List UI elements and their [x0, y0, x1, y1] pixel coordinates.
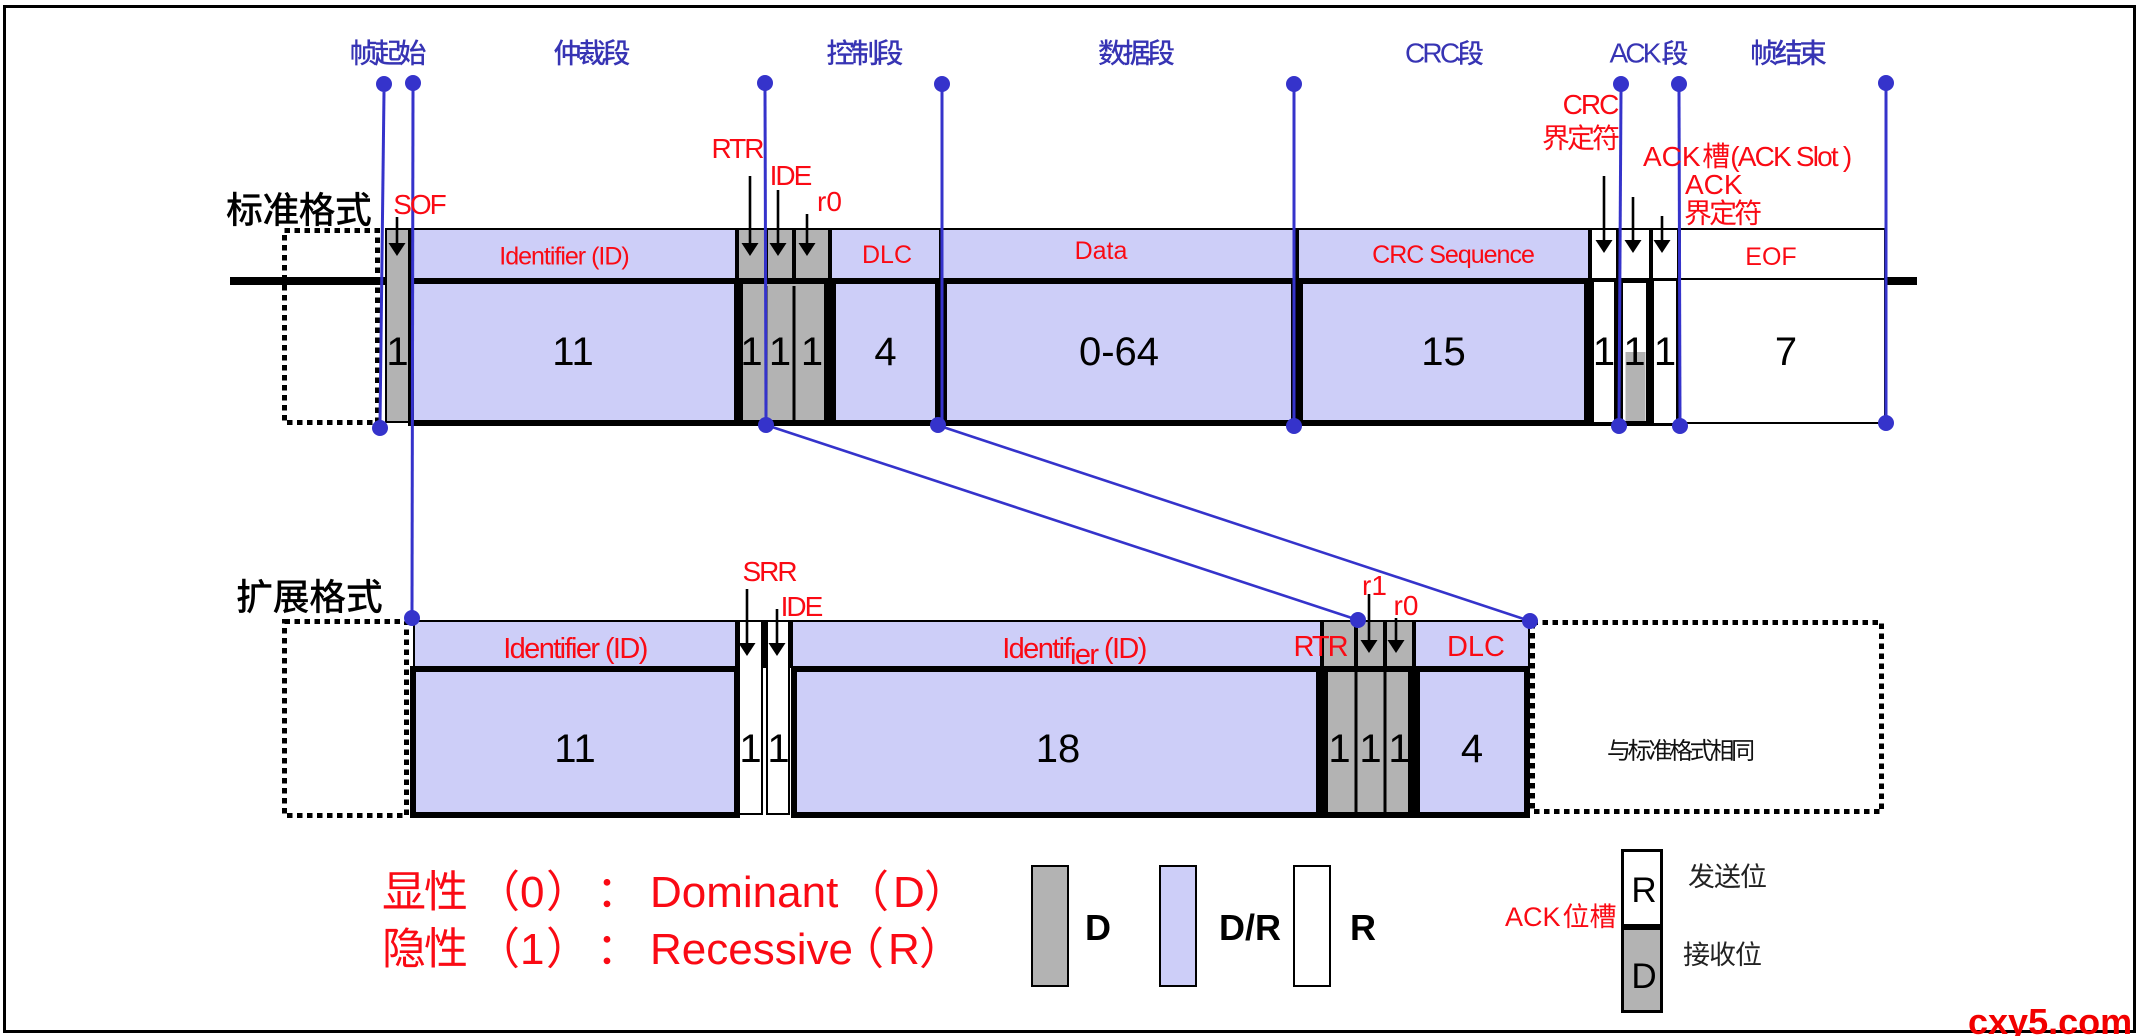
- svg-text:18: 18: [1036, 727, 1081, 771]
- svg-text:R: R: [1350, 907, 1376, 948]
- svg-text:CRC Sequence: CRC Sequence: [1372, 241, 1534, 269]
- svg-text:1: 1: [1654, 330, 1676, 374]
- svg-text:EOF: EOF: [1745, 243, 1796, 271]
- svg-text:7: 7: [1775, 330, 1797, 374]
- svg-text:RTR: RTR: [1293, 631, 1347, 663]
- svg-text:ACK: ACK: [1685, 169, 1743, 200]
- svg-text:15: 15: [1421, 330, 1466, 374]
- svg-text:0-64: 0-64: [1079, 330, 1159, 374]
- svg-text:11: 11: [552, 330, 594, 374]
- svg-text:Identifier (ID): Identifier (ID): [1002, 633, 1146, 671]
- svg-text:DLC: DLC: [1447, 631, 1505, 663]
- svg-text:r0: r0: [817, 186, 842, 217]
- svg-text:0: 0: [520, 868, 544, 917]
- svg-text:(ACK Slot ): (ACK Slot ): [1730, 141, 1851, 172]
- svg-text:Recessive: Recessive: [650, 925, 853, 974]
- svg-text:1: 1: [1359, 727, 1381, 771]
- svg-text:Identifier (ID): Identifier (ID): [499, 243, 628, 271]
- svg-text:4: 4: [874, 330, 896, 374]
- svg-text:SOF: SOF: [393, 189, 445, 220]
- svg-text:D/R: D/R: [1219, 907, 1281, 948]
- svg-text:1: 1: [1623, 330, 1645, 374]
- svg-text:1: 1: [767, 727, 789, 771]
- svg-text:r1: r1: [1362, 570, 1387, 601]
- svg-text:ACK: ACK: [1505, 902, 1561, 932]
- svg-text:CRC: CRC: [1405, 38, 1460, 69]
- svg-text:1: 1: [739, 727, 761, 771]
- svg-text:SRR: SRR: [742, 556, 796, 587]
- svg-text:R: R: [888, 925, 920, 974]
- svg-text:1: 1: [1593, 330, 1615, 374]
- svg-text:1: 1: [520, 925, 544, 974]
- svg-text:RTR: RTR: [711, 133, 763, 164]
- svg-text:1: 1: [1388, 727, 1410, 771]
- svg-text:1: 1: [386, 330, 408, 374]
- svg-text:DLC: DLC: [862, 241, 912, 269]
- svg-text:r0: r0: [1394, 590, 1419, 621]
- svg-text:Dominant: Dominant: [650, 868, 838, 917]
- svg-text:1: 1: [740, 330, 762, 374]
- svg-text:IDE: IDE: [770, 160, 812, 191]
- svg-text:1: 1: [769, 330, 791, 374]
- svg-text:4: 4: [1461, 727, 1483, 771]
- svg-text:ACK: ACK: [1643, 141, 1701, 172]
- svg-text:1: 1: [801, 330, 823, 374]
- svg-text:IDE: IDE: [781, 591, 823, 622]
- svg-text:ACK: ACK: [1610, 38, 1662, 69]
- svg-text:R: R: [1631, 871, 1656, 910]
- svg-text:Data: Data: [1075, 237, 1128, 265]
- svg-text:D: D: [893, 868, 925, 917]
- svg-text:11: 11: [554, 727, 596, 771]
- svg-text:CRC: CRC: [1563, 89, 1619, 120]
- svg-text:D: D: [1631, 957, 1656, 996]
- svg-text:cxy5.com: cxy5.com: [1968, 1001, 2132, 1036]
- svg-text:1: 1: [1328, 727, 1350, 771]
- svg-text:Identifier (ID): Identifier (ID): [503, 633, 647, 665]
- svg-text:D: D: [1085, 907, 1111, 948]
